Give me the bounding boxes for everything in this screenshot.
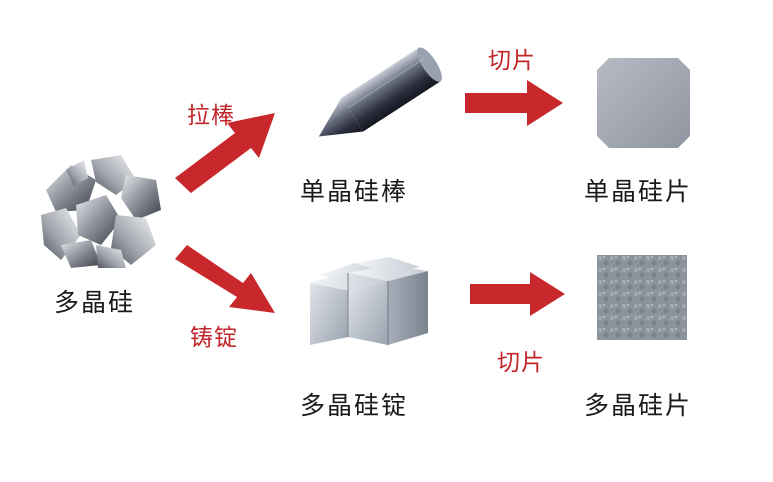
node-label-mono-ingot: 单晶硅棒 — [300, 172, 408, 208]
multicrystalline-wafer-image — [597, 255, 687, 340]
arrow-cast — [175, 245, 280, 320]
process-label-slice-bottom: 切片 — [497, 343, 545, 377]
monocrystalline-ingot-image — [300, 52, 450, 147]
process-label-slice-top: 切片 — [488, 41, 536, 75]
process-label-cast: 铸锭 — [190, 318, 238, 352]
arrow-slice-bottom — [470, 272, 565, 316]
multicrystalline-ingot-image — [300, 255, 440, 350]
node-label-poly-ingot: 多晶硅锭 — [300, 386, 408, 422]
node-label-mono-wafer: 单晶硅片 — [584, 172, 692, 208]
polysilicon-chunks-image — [36, 150, 166, 270]
arrow-slice-top — [465, 80, 563, 126]
monocrystalline-wafer-image — [597, 58, 690, 148]
process-label-pull: 拉棒 — [187, 96, 235, 130]
node-label-poly-wafer: 多晶硅片 — [584, 386, 692, 422]
node-label-polysilicon: 多晶硅 — [54, 283, 135, 319]
